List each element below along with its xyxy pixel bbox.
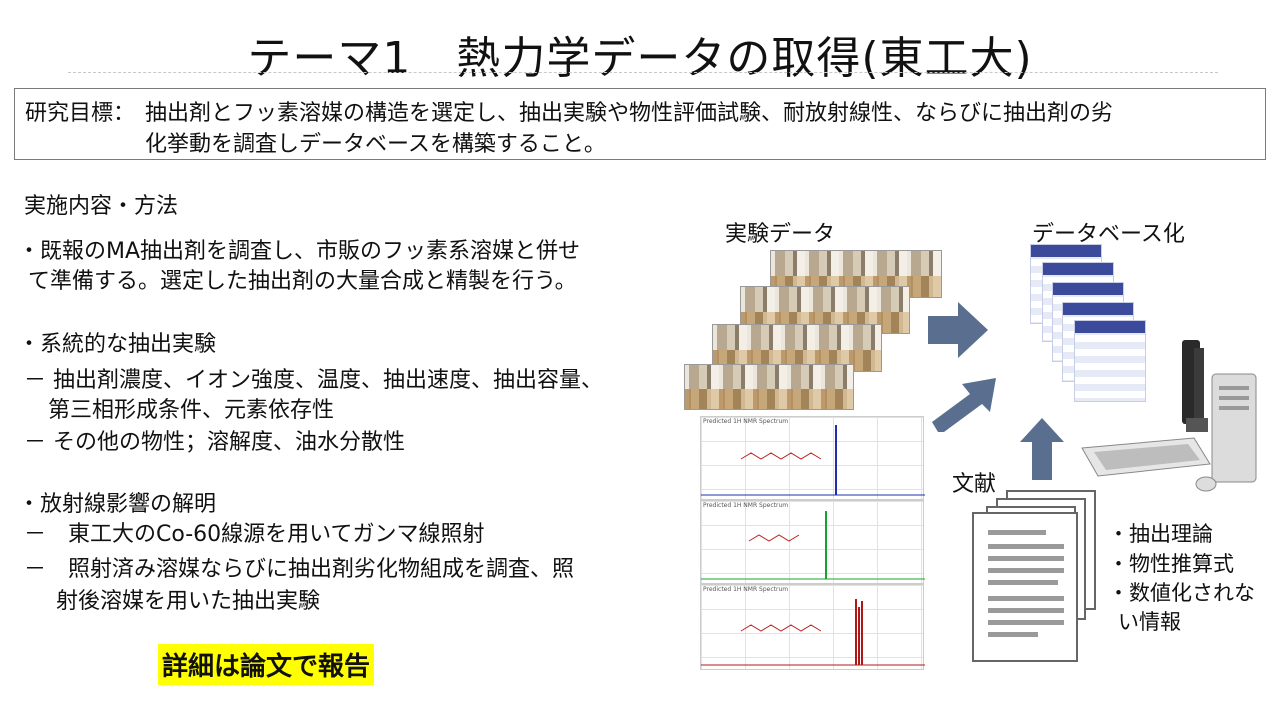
nmr-spectrum-title: Predicted 1H NMR Spectrum [703, 586, 789, 593]
objective-text-line2: 化挙動を調査しデータベースを構築すること。 [145, 132, 606, 157]
nmr-spectrum-title: Predicted 1H NMR Spectrum [703, 418, 789, 425]
arrow-up-icon [1020, 418, 1064, 480]
bullet-1-line2: て準備する。選定した抽出剤の大量合成と精製を行う。 [28, 269, 577, 294]
objective-text-line1: 抽出剤とフッ素溶媒の構造を選定し、抽出実験や物性評価試験、耐放射線性、ならびに抽… [145, 101, 1114, 126]
nmr-spectrum-2: Predicted 1H NMR Spectrum [700, 500, 925, 584]
bullet-3-sub2-line2: 射後溶媒を用いた抽出実験 [56, 589, 321, 614]
document-page-1 [972, 512, 1078, 662]
bullet-2-sub1-line2: 第三相形成条件、元素依存性 [48, 398, 335, 423]
experiment-data-label: 実験データ [725, 222, 836, 247]
computer-icon [1081, 340, 1257, 492]
database-label: データベース化 [1032, 222, 1185, 247]
bullet-3-sub1: － 東工大のCo-60線源を用いてガンマ線照射 [24, 522, 485, 547]
bullet-1-line1: ・既報のMA抽出剤を調査し、市販のフッ素系溶媒と併せ [18, 239, 581, 264]
nmr-spectrum-1: Predicted 1H NMR Spectrum [700, 416, 925, 500]
nmr-spectrum-2-plot [701, 511, 925, 580]
title-divider [68, 72, 1218, 73]
objective-box: 研究目標： 抽出剤とフッ素溶媒の構造を選定し、抽出実験や物性評価試験、耐放射線性… [14, 88, 1266, 160]
bullet-2-sub1-line1: － 抽出剤濃度、イオン強度、温度、抽出速度、抽出容量、 [24, 368, 603, 393]
arrow-up-right-icon [932, 378, 996, 432]
literature-item-3-cont: い情報 [1118, 610, 1181, 634]
nmr-spectrum-title: Predicted 1H NMR Spectrum [703, 502, 789, 509]
literature-item-1: ・抽出理論 [1108, 522, 1213, 546]
literature-item-2: ・物性推算式 [1108, 552, 1234, 576]
bullet-3-heading: ・放射線影響の解明 [18, 492, 217, 517]
section-heading: 実施内容・方法 [24, 194, 179, 219]
bullet-2-heading: ・系統的な抽出実験 [18, 332, 217, 357]
nmr-spectrum-3-plot [701, 599, 925, 666]
vial-photo-4 [684, 364, 854, 410]
literature-item-3: ・数値化されな [1108, 581, 1255, 605]
nmr-spectrum-1-plot [701, 425, 925, 496]
highlight-note: 詳細は論文で報告 [158, 644, 375, 685]
bullet-3-sub2-line1: － 照射済み溶媒ならびに抽出剤劣化物組成を調査、照 [24, 557, 575, 582]
arrow-right-icon [928, 302, 988, 358]
database-sheet-5 [1074, 320, 1146, 402]
literature-label: 文献 [952, 472, 997, 497]
nmr-spectrum-3: Predicted 1H NMR Spectrum [700, 584, 925, 670]
objective-label: 研究目標： [25, 101, 136, 126]
bullet-2-sub2: － その他の物性；溶解度、油水分散性 [24, 430, 405, 455]
slide-title: テーマ1 熱力学データの取得(東工大) [247, 33, 1033, 84]
